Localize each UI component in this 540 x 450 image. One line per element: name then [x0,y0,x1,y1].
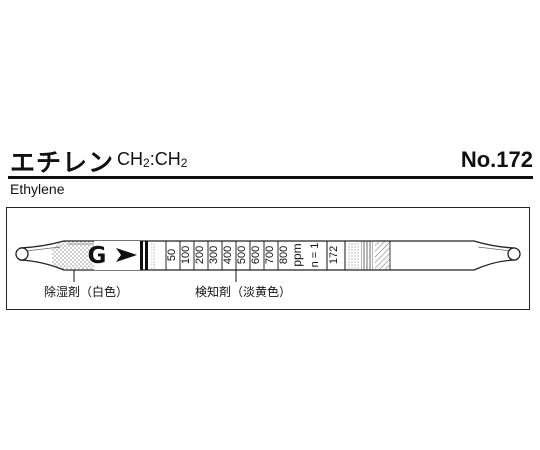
n-label: n = 1 [309,243,321,268]
plug [140,241,143,270]
desiccant-layer [52,241,142,270]
scale-label: 800 [278,246,290,264]
scale-label: 600 [250,246,262,264]
tube-tip-left [15,247,29,261]
scale-label: 500 [236,246,248,264]
product-number: No.172 [460,147,533,172]
scale-label: 300 [208,246,220,264]
tube-tip-right [507,247,521,261]
tube-frame [6,207,530,310]
scale-label: 400 [222,246,234,264]
gas-name-english: Ethylene [10,181,65,197]
logo-letter: G [88,243,107,269]
detecting-reagent-layer [151,241,156,270]
unit-label: ppm [290,243,304,266]
title-row: エチレン CH2:CH2 No.172 [10,143,533,177]
desiccant-callout: 除湿剤（白色） [44,285,129,299]
scale-label: 700 [264,246,276,264]
flow-arrow-icon [116,248,137,262]
scale-label: 100 [180,246,192,264]
formula-part: CH [117,149,143,169]
formula-subscript: 2 [180,156,188,170]
plug [145,241,148,270]
scale-label: 200 [194,246,206,264]
title-underline [8,176,533,179]
gas-name-japanese: エチレン [10,148,115,177]
formula-part: :CH [149,149,181,169]
end-layers [344,241,391,270]
detecting-reagent-callout: 検知剤（淡黄色） [195,285,292,299]
scale-label: 50 [166,249,178,261]
gastec-logo: G [88,243,107,269]
tube-number: 172 [328,246,340,264]
chemical-formula: CH2:CH2 [117,149,187,170]
formula-subscript: 2 [143,156,150,170]
